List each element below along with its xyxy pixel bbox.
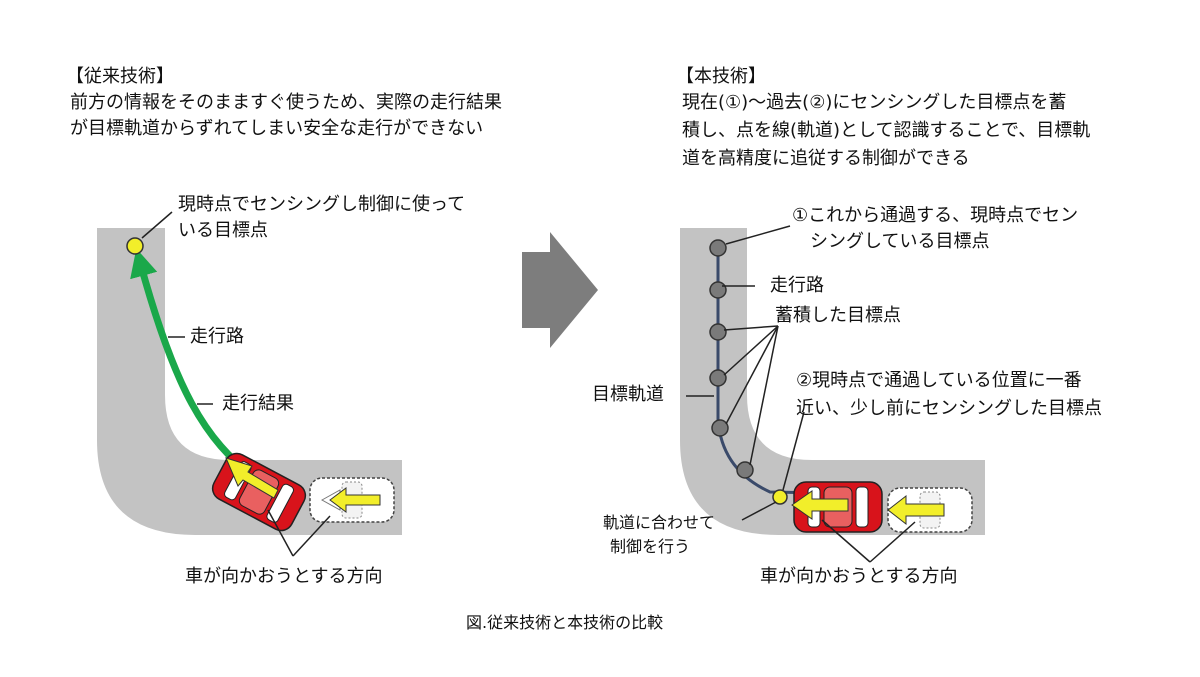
right-point1-label-line2: シングしている目標点 [810, 231, 990, 252]
right-leader-dir-a [821, 519, 871, 563]
right-road-label: 走行路 [770, 275, 824, 296]
left-leader-dir-a [267, 509, 294, 557]
left-heading: 【従来技術】 [66, 66, 174, 87]
accumulated-point [711, 419, 729, 437]
right-leader-acc [749, 325, 779, 466]
left-desc-line2: が目標軌道からずれてしまい安全な走行ができない [70, 118, 484, 139]
left-result-label: 走行結果 [222, 393, 294, 414]
right-leader-acc [725, 325, 779, 425]
center-arrow [522, 232, 598, 348]
right-control-label-line2: 制御を行う [610, 537, 691, 556]
right-leader-point2 [782, 411, 805, 491]
left-road [97, 228, 402, 535]
right-leader-dir-b [869, 521, 916, 563]
left-desc-line1: 前方の情報をそのまますぐ使うため、実際の走行結果 [70, 92, 502, 113]
left-target-label-line1: 現時点でセンシングし制御に使って [178, 194, 466, 215]
right-desc-line3: 道を高精度に追従する制御ができる [682, 148, 970, 169]
right-control-label-line1: 軌道に合わせて [603, 513, 716, 532]
figure-caption: 図.従来技術と本技術の比較 [466, 613, 664, 632]
right-point-1 [709, 239, 727, 257]
right-leader-acc [723, 325, 779, 376]
right-leader-control [741, 501, 777, 521]
left-direction-label: 車が向かおうとする方向 [185, 566, 383, 587]
accumulated-point [709, 281, 727, 299]
right-accumulated-label: 蓄積した目標点 [775, 305, 901, 326]
right-point2-label-line2: 近い、少し前にセンシングした目標点 [796, 398, 1102, 419]
right-leader-point1 [725, 225, 791, 245]
accumulated-point [709, 323, 727, 341]
left-target-point [126, 237, 144, 255]
right-heading: 【本技術】 [676, 66, 766, 87]
right-desc-line2: 積し、点を線(軌道)として認識することで、目標軌 [682, 120, 1091, 141]
left-car-arrow [225, 457, 279, 499]
right-point-2 [772, 489, 788, 505]
left-leader-target [141, 211, 173, 239]
right-point2-label-line1: ②現時点で通過している位置に一番 [796, 370, 1082, 391]
left-leader-dir-b [292, 515, 331, 557]
right-car-arrow [791, 490, 849, 520]
right-ghost-arrow [887, 494, 945, 526]
left-ghost-arrow [329, 487, 381, 513]
accumulated-point [736, 461, 754, 479]
right-desc-line1: 現在(①)～過去(②)にセンシングした目標点を蓄 [682, 92, 1067, 113]
right-direction-label: 車が向かおうとする方向 [760, 566, 958, 587]
accumulated-point [709, 369, 727, 387]
right-leader-acc [723, 325, 779, 331]
right-road [680, 228, 985, 535]
left-target-label-line2: いる目標点 [178, 220, 268, 241]
left-road-label: 走行路 [190, 326, 244, 347]
right-point1-label-line1: ①これから通過する、現時点でセン [792, 205, 1079, 226]
right-trajectory-label: 目標軌道 [592, 384, 664, 405]
